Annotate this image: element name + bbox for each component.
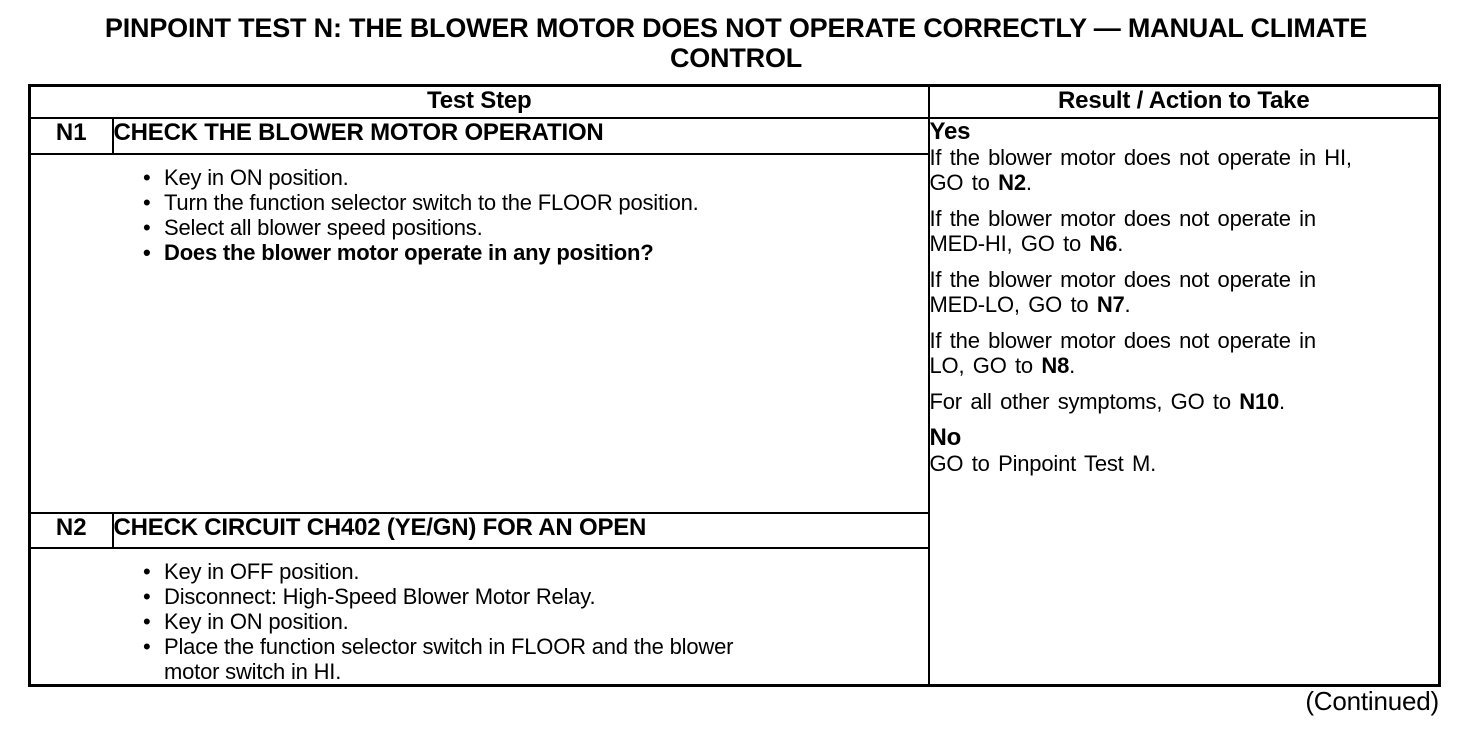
- result-cell-n1: Yes If the blower motor does not operate…: [927, 116, 1441, 686]
- step-title-n2: CHECK CIRCUIT CH402 (YE/GN) FOR AN OPEN: [111, 511, 930, 549]
- result-item-target: N8: [1041, 352, 1070, 378]
- test-step-bullet: Select all blower speed positions.: [143, 215, 928, 240]
- result-column-header: Result / Action to Take: [927, 84, 1441, 119]
- result-item-suffix: .: [1279, 388, 1285, 414]
- step-n1-body-cell: Key in ON position. Turn the function se…: [28, 152, 930, 514]
- test-step-bullet: Disconnect: High-Speed Blower Motor Rela…: [143, 584, 928, 609]
- table-header-row: Test Step Result / Action to Take: [28, 84, 1441, 119]
- result-item-suffix: .: [1117, 230, 1124, 256]
- step-id-n2: N2: [28, 511, 114, 549]
- result-item: If the blower motor does not operate in …: [930, 206, 1439, 256]
- step-n2-body-row: Key in OFF position. Disconnect: High-Sp…: [28, 546, 1440, 686]
- test-step-bullet: Place the function selector switch in FL…: [143, 634, 928, 684]
- test-step-column-header: Test Step: [28, 84, 930, 119]
- step-n1-bullet-list: Key in ON position. Turn the function se…: [31, 165, 928, 265]
- result-item-suffix: .: [1124, 291, 1131, 317]
- result-item-target: N7: [1096, 291, 1125, 317]
- result-item-target: N10: [1239, 388, 1280, 414]
- step-n2-bullet-list: Key in OFF position. Disconnect: High-Sp…: [31, 559, 928, 684]
- result-item-text: If the blower motor does not operate in …: [929, 144, 1352, 195]
- test-step-bullet: Key in ON position.: [143, 609, 928, 634]
- pinpoint-test-table: Test Step Result / Action to Take N1 CHE…: [28, 84, 1442, 687]
- test-step-bullet: Key in ON position.: [143, 165, 928, 190]
- result-item-text: If the blower motor does not operate in …: [929, 205, 1317, 256]
- step-title-n1: CHECK THE BLOWER MOTOR OPERATION: [111, 116, 930, 155]
- step-id-n1: N1: [28, 116, 114, 155]
- test-step-bullet: Key in OFF position.: [143, 559, 928, 584]
- test-step-bullet: Turn the function selector switch to the…: [143, 190, 928, 215]
- result-item-text: If the blower motor does not operate in …: [929, 327, 1317, 378]
- result-item-target: N2: [998, 169, 1026, 195]
- continued-note: (Continued): [1305, 686, 1439, 716]
- step-n1-body-row: Key in ON position. Turn the function se…: [28, 152, 1440, 514]
- page-title: PINPOINT TEST N: THE BLOWER MOTOR DOES N…: [0, 13, 1472, 73]
- result-item: If the blower motor does not operate in …: [930, 145, 1439, 195]
- result-item-suffix: .: [1069, 352, 1076, 378]
- result-item: For all other symptoms, GO to N10.: [930, 389, 1439, 414]
- result-item: If the blower motor does not operate in …: [930, 267, 1439, 317]
- result-item-text: If the blower motor does not operate in …: [929, 266, 1317, 317]
- step-n2-title-row: N2 CHECK CIRCUIT CH402 (YE/GN) FOR AN OP…: [28, 511, 1440, 549]
- result-no-action: GO to Pinpoint Test M.: [929, 450, 1157, 476]
- step-n1-title-row: N1 CHECK THE BLOWER MOTOR OPERATION Yes …: [28, 116, 1441, 686]
- result-yes-label: Yes: [929, 117, 971, 145]
- result-item-suffix: .: [1025, 169, 1032, 195]
- result-item: If the blower motor does not operate in …: [930, 328, 1439, 378]
- test-step-question-bullet: Does the blower motor operate in any pos…: [143, 240, 928, 265]
- result-item-text: For all other symptoms, GO to: [929, 388, 1240, 414]
- step-n2-body-cell: Key in OFF position. Disconnect: High-Sp…: [28, 546, 930, 686]
- result-item-target: N6: [1089, 230, 1118, 256]
- result-no-label: No: [929, 423, 962, 451]
- page-title-text: PINPOINT TEST N: THE BLOWER MOTOR DOES N…: [104, 13, 1368, 73]
